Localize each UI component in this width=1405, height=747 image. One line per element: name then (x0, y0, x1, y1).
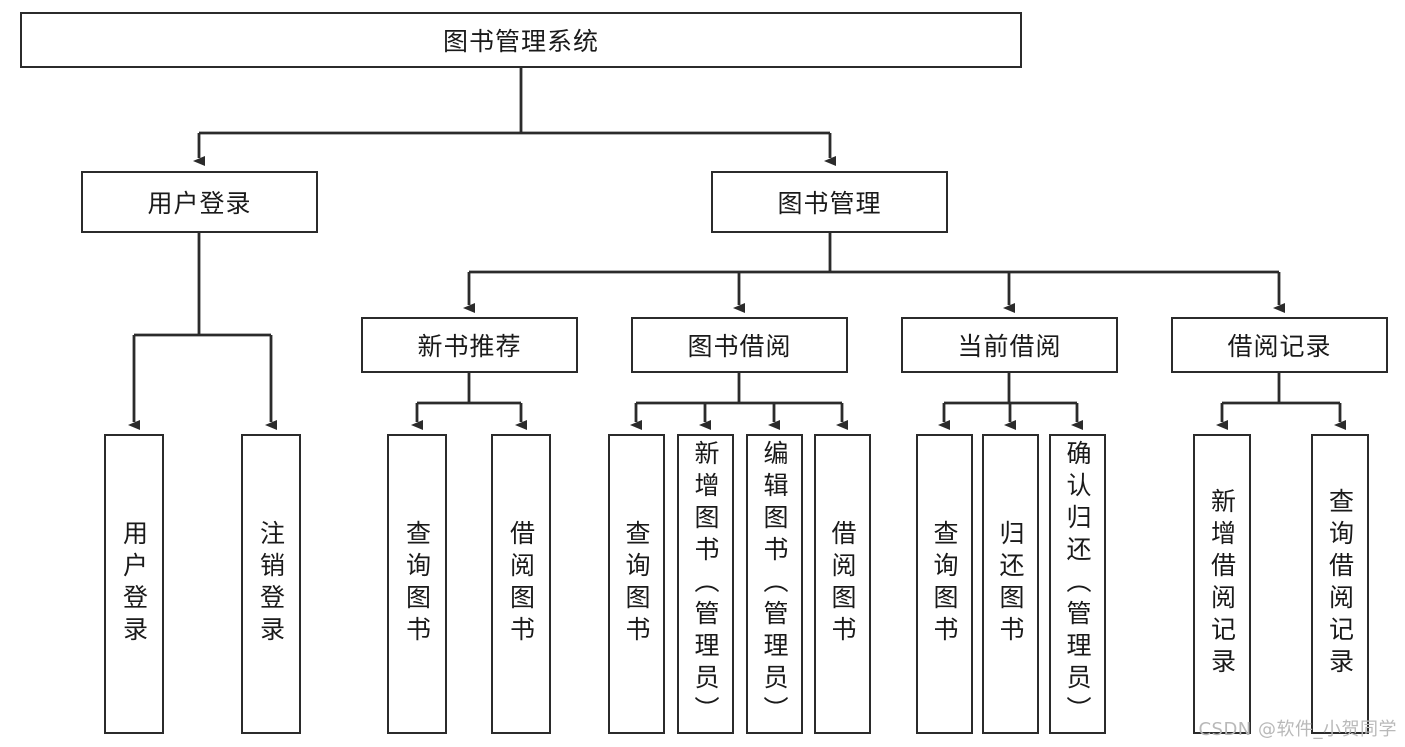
node-leaf-query-book-1-label: 查询图书 (402, 520, 432, 648)
node-leaf-user-login[interactable]: 用户登录 (104, 434, 164, 734)
watermark-text: CSDN @软件_小贺同学 (1198, 719, 1397, 740)
node-borrow-record[interactable]: 借阅记录 (1171, 317, 1388, 373)
node-new-book-recommend[interactable]: 新书推荐 (361, 317, 578, 373)
node-leaf-edit-book-label: 编辑图书（管理员） (760, 440, 789, 728)
node-user-login-label: 用户登录 (147, 189, 252, 218)
node-leaf-add-book[interactable]: 新增图书（管理员） (677, 434, 734, 734)
node-leaf-user-login-label: 用户登录 (119, 520, 149, 648)
node-leaf-add-record-label: 新增借阅记录 (1207, 488, 1237, 680)
node-leaf-return-book-label: 归还图书 (996, 520, 1025, 648)
node-leaf-add-book-label: 新增图书（管理员） (691, 440, 720, 728)
node-leaf-return-book[interactable]: 归还图书 (982, 434, 1039, 734)
node-leaf-query-record[interactable]: 查询借阅记录 (1311, 434, 1369, 734)
node-leaf-user-logout-label: 注销登录 (256, 520, 286, 648)
node-leaf-query-book-1[interactable]: 查询图书 (387, 434, 447, 734)
node-leaf-borrow-book-2-label: 借阅图书 (828, 520, 857, 648)
node-leaf-user-logout[interactable]: 注销登录 (241, 434, 301, 734)
node-book-management-label: 图书管理 (777, 189, 882, 218)
node-book-borrow-label: 图书借阅 (687, 332, 792, 361)
node-current-borrow[interactable]: 当前借阅 (901, 317, 1118, 373)
node-root-label: 图书管理系统 (442, 27, 599, 56)
node-borrow-record-label: 借阅记录 (1227, 332, 1332, 361)
node-leaf-add-record[interactable]: 新增借阅记录 (1193, 434, 1251, 734)
node-book-borrow[interactable]: 图书借阅 (631, 317, 848, 373)
node-leaf-borrow-book-1-label: 借阅图书 (506, 520, 536, 648)
node-leaf-query-book-3[interactable]: 查询图书 (916, 434, 973, 734)
node-root[interactable]: 图书管理系统 (20, 12, 1022, 68)
node-leaf-query-book-2[interactable]: 查询图书 (608, 434, 665, 734)
node-book-management[interactable]: 图书管理 (711, 171, 948, 233)
node-leaf-edit-book[interactable]: 编辑图书（管理员） (746, 434, 803, 734)
node-new-book-recommend-label: 新书推荐 (417, 332, 522, 361)
node-leaf-borrow-book-2[interactable]: 借阅图书 (814, 434, 871, 734)
node-leaf-borrow-book-1[interactable]: 借阅图书 (491, 434, 551, 734)
node-leaf-confirm-return[interactable]: 确认归还（管理员） (1049, 434, 1106, 734)
node-leaf-query-record-label: 查询借阅记录 (1325, 488, 1355, 680)
node-user-login[interactable]: 用户登录 (81, 171, 318, 233)
node-leaf-confirm-return-label: 确认归还（管理员） (1063, 440, 1092, 728)
node-leaf-query-book-2-label: 查询图书 (622, 520, 651, 648)
node-leaf-query-book-3-label: 查询图书 (930, 520, 959, 648)
node-current-borrow-label: 当前借阅 (957, 332, 1062, 361)
